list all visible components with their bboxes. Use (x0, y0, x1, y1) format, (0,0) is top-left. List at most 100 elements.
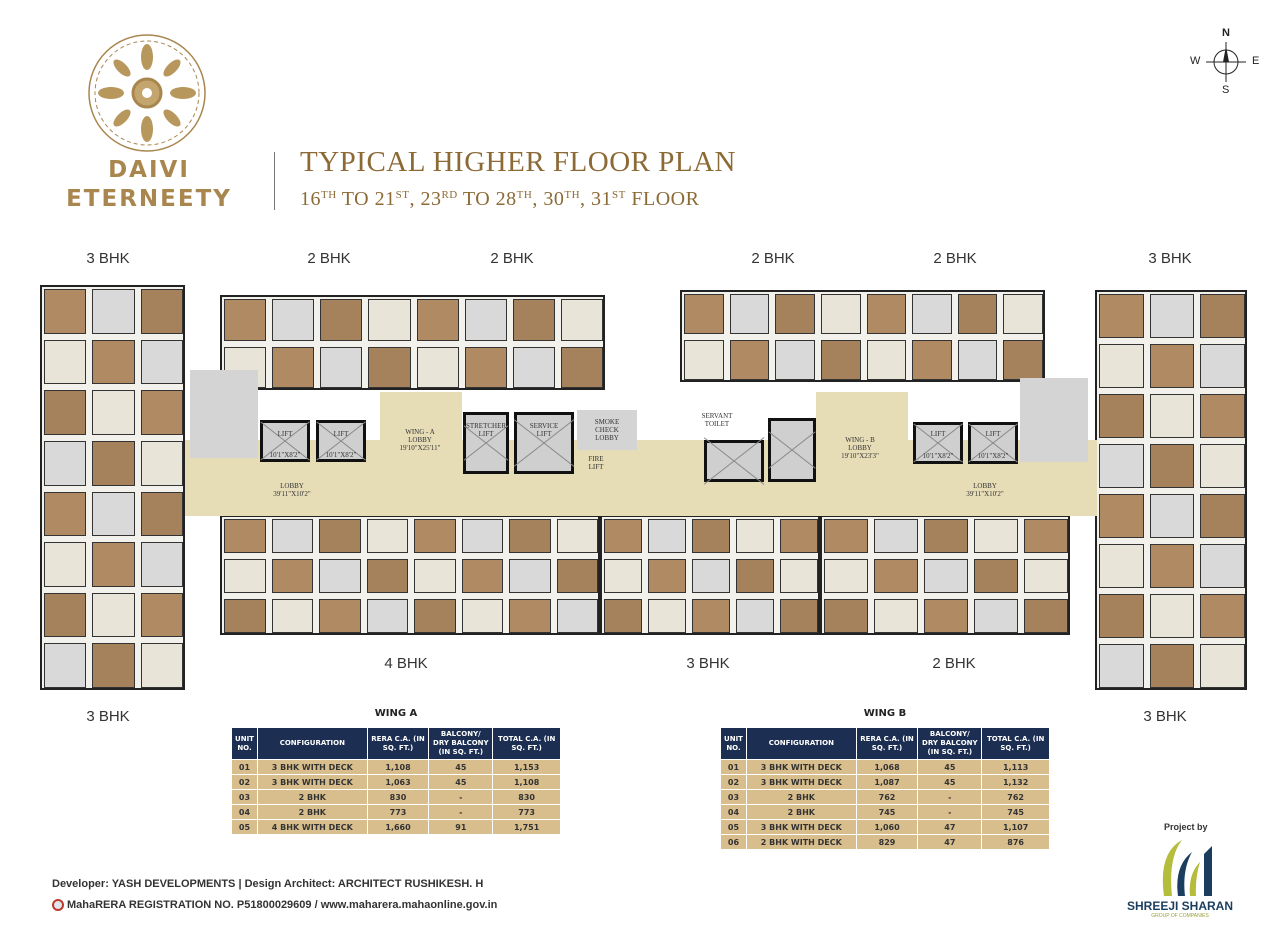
column-header: BALCONY/ DRY BALCONY (IN SQ. FT.) (428, 727, 494, 760)
room (1149, 394, 1195, 438)
unit-label: 2 BHK (490, 250, 534, 267)
floor-suffix: ST (395, 189, 410, 201)
table-cell: 1,108 (366, 759, 430, 775)
room (92, 491, 135, 537)
wing-a-lobby (380, 392, 462, 452)
floor-range-part: , 23 (409, 188, 442, 210)
room (820, 340, 861, 380)
table-cell: 01 (720, 759, 747, 775)
table-cell: 876 (981, 834, 1050, 850)
floor-range-part: , 31 (580, 188, 613, 210)
table-cell: 3 BHK WITH DECK (745, 819, 857, 835)
column-header: UNIT NO. (231, 727, 258, 760)
column-header: UNIT NO. (720, 727, 747, 760)
room (1200, 394, 1245, 438)
table-cell: 4 BHK WITH DECK (256, 819, 368, 835)
table-cell: 1,063 (366, 774, 430, 790)
room (1099, 494, 1144, 538)
table-cell: 1,087 (855, 774, 919, 790)
room (1149, 344, 1195, 388)
table-cell: 2 BHK (745, 789, 857, 805)
column-header: RERA C.A. (IN SQ. FT.) (855, 727, 919, 760)
apartment-unit (680, 290, 1045, 382)
room (271, 599, 313, 633)
room (924, 599, 968, 633)
table-cell: 1,132 (981, 774, 1050, 790)
lift (316, 420, 366, 462)
room (684, 294, 724, 334)
room (556, 599, 598, 633)
table-cell: 2 BHK (256, 789, 368, 805)
room (140, 491, 183, 537)
room (824, 519, 868, 553)
service-lift-label: SERVICE LIFT (529, 422, 559, 438)
room (92, 289, 135, 334)
wing-b-lobby (816, 392, 908, 452)
table-cell: 1,113 (981, 759, 1050, 775)
table-cell: 91 (428, 819, 494, 835)
room (224, 559, 266, 593)
rera-text: MahaRERA REGISTRATION NO. P51800029609 /… (67, 899, 498, 911)
room (1200, 644, 1245, 688)
floor-range-part: 16 (300, 188, 321, 210)
table-cell: - (917, 804, 983, 820)
lobby-label: LOBBY 39'11"X10'2" (273, 482, 311, 498)
compass-icon: N S W E (1190, 27, 1260, 96)
compass-east: E (1252, 55, 1260, 67)
apartment-unit (1095, 290, 1247, 690)
table-cell: 829 (855, 834, 919, 850)
apartment-unit (40, 285, 185, 690)
servant-toilet-label: SERVANT TOILET (701, 412, 733, 428)
room (319, 519, 361, 553)
table-cell: 3 BHK WITH DECK (256, 759, 368, 775)
lift (913, 422, 963, 464)
room (824, 559, 868, 593)
room (1099, 294, 1144, 338)
table-cell: - (917, 789, 983, 805)
table-cell: 1,068 (855, 759, 919, 775)
shreeji-sharan-name: SHREEJI SHARAN (1126, 899, 1234, 913)
room (44, 440, 87, 486)
lift-size: 10'1"X8'2" (977, 452, 1009, 460)
table-cell: - (428, 804, 494, 820)
room (560, 299, 603, 341)
room (780, 519, 818, 553)
room (1200, 444, 1245, 488)
lift-size: 10'1"X8'2" (325, 451, 357, 459)
room (44, 339, 87, 385)
table-cell: - (428, 789, 494, 805)
floor-suffix: RD (441, 189, 458, 201)
unit-label: 2 BHK (933, 250, 977, 267)
page-title: TYPICAL HIGHER FLOOR PLAN (300, 146, 736, 178)
table-cell: 45 (428, 774, 494, 790)
table-cell: 47 (917, 819, 983, 835)
center-lobby (600, 480, 820, 516)
room (1099, 394, 1144, 438)
brand-line2: ETERNEETY (66, 186, 232, 212)
room (224, 519, 266, 553)
table-cell: 03 (720, 789, 747, 805)
room (957, 340, 998, 380)
room (320, 346, 363, 388)
table-cell: 830 (492, 789, 561, 805)
room (1200, 294, 1245, 338)
table-cell: 04 (231, 804, 258, 820)
room (736, 519, 774, 553)
unit-label: 4 BHK (384, 655, 428, 672)
room (1099, 344, 1144, 388)
room (775, 340, 815, 380)
room (512, 346, 555, 388)
room (44, 491, 87, 537)
room (780, 559, 818, 593)
room (512, 299, 555, 341)
room (1003, 294, 1043, 334)
room (416, 299, 459, 341)
